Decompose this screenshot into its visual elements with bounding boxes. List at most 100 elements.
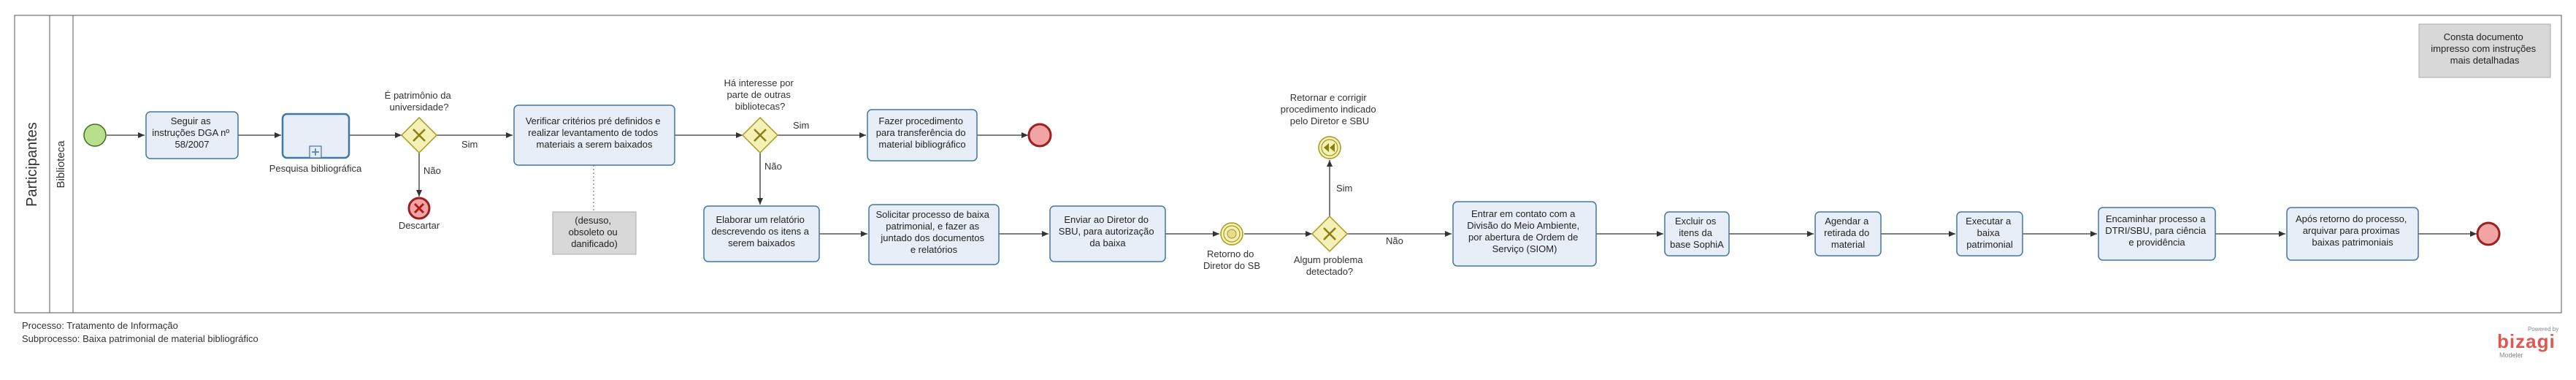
subprocess-label: Pesquisa bibliográfica [269,163,362,174]
task-text-t5: Solicitar processo de baixa patrimonial,… [876,209,992,255]
task-text-t10: Executar a baixa patrimonial [1966,216,2014,250]
task-text-t4-line: descrevendo os itens a [711,226,809,237]
task-text-t7-line: por abertura de Ordem de [1468,232,1578,243]
close-icon [413,202,425,214]
task-text-t5-line: e relatórios [911,244,958,255]
gateway-g2-x [754,129,767,142]
task-text-t8-line: itens da [1679,227,1712,238]
event-label-corrigir: Retornar e corrigir procedimento indicad… [1281,92,1379,126]
task-solicitar-processo [868,204,1000,265]
flow-label-g3-no: Não [1386,235,1403,246]
task-arquivar [2286,207,2419,261]
lane-label: Biblioteca [55,140,67,189]
task-fazer-procedimento [867,109,978,162]
task-text-t8-line: Excluir os [1675,216,1717,227]
gateway-label-g2-line: parte de outras [727,89,791,100]
task-text-t5-line: juntado dos documentos [880,232,984,243]
task-text-t9-line: material [1831,239,1865,250]
task-text-t9: Agendar a retirada do material [1824,216,1872,250]
brand-logo: bizagi [2497,330,2556,352]
task-text-t2-line: Verificar critérios pré definidos e [526,115,661,126]
pool-label: Participantes [24,122,40,207]
gateway-patrimonio [400,116,438,154]
annotation-reasons [552,211,637,255]
task-text-t4-line: serem baixados [728,238,795,248]
task-text-t11-line: Encaminhar processo a [2106,213,2206,224]
event-label-corrigir-line: procedimento indicado [1281,104,1376,115]
task-text-t1-line: instruções DGA nº [152,127,229,138]
end-event-descartar [407,197,431,220]
gateway-label-g1: É patrimônio da universidade? [385,90,454,113]
annotation-reasons-line: obsoleto ou [569,227,618,238]
task-text-t4: Elaborar um relatório descrevendo os ite… [711,214,811,248]
task-text-t12-line: Após retorno do processo, [2296,213,2407,224]
task-text-t6-line: da baixa [1089,238,1126,248]
task-text-t3-line: Fazer procedimento [878,115,963,126]
task-text-t11-line: e providência [2128,237,2185,248]
task-text-t9-line: retirada do [1824,227,1869,238]
task-text-t6-line: SBU, para autorização [1059,226,1154,237]
task-text-t7: Entrar em contato com a Divisão do Meio … [1467,208,1582,254]
annotation-reasons-line: danificado) [571,238,618,249]
gateway-interesse [741,116,779,154]
task-text-t1-line: Seguir as [171,115,211,126]
pool-frame [14,15,2562,314]
annotation-note-line: Consta documento [2444,31,2523,42]
task-text-t10-line: patrimonial [1966,239,2013,250]
task-seguir-instrucoes [145,111,239,159]
gateway-label-g2-line: Há interesse por [724,77,794,88]
task-text-t3-line: material bibliográfico [878,139,965,150]
task-text-t11-line: DTRI/SBU, para ciência [2105,225,2207,236]
task-text-t5-line: patrimonial, e fazer as [886,221,979,232]
task-executar-baixa [1956,211,2023,256]
task-text-t7-line: Serviço (SIOM) [1492,243,1557,254]
annotation-reasons-line: (desuso, [575,215,611,226]
task-entrar-contato [1452,201,1597,267]
gateway-g1-x [413,129,426,142]
start-event [83,123,107,147]
footer-process: Processo: Tratamento de Informação [22,320,178,331]
task-text-t4-line: Elaborar um relatório [716,214,804,225]
annotation-note-line: mais detalhadas [2450,55,2520,66]
task-text-t8-line: base SophiA [1670,239,1724,250]
task-text-t10-line: baixa [1977,227,2001,238]
flow-label-g2-no: Não [764,161,782,172]
event-label-retorno-line: Retorno do [1207,248,1254,259]
task-excluir-itens [1664,211,1730,256]
gateway-label-g1-line: universidade? [390,102,449,113]
task-elaborar-relatorio [703,205,820,262]
task-text-t9-line: Agendar a [1825,216,1869,227]
task-encaminhar-processo [2098,207,2216,261]
task-text-t7-line: Divisão do Meio Ambiente, [1467,220,1579,231]
gateway-label-g1-line: É patrimônio da [385,90,452,101]
intermediate-event-retorno [1220,222,1243,246]
flow-label-g2-yes: Sim [793,120,809,131]
task-text-t2-line: materiais a serem baixados [537,139,653,150]
task-text-t3-line: para transferência do [876,127,966,138]
task-text-t12-line: baixas patrimoniais [2312,237,2393,248]
task-text-t1-line: 58/2007 [175,139,210,150]
task-agendar-retirada [1814,211,1882,256]
task-text-t8: Excluir os itens da base SophiA [1670,216,1724,250]
task-text-t2-line: realizar levantamento de todos [528,127,658,138]
task-text-t12-line: arquivar para proximas [2303,225,2400,236]
task-text-t12: Após retorno do processo, arquivar para … [2296,213,2410,248]
tasks [145,104,2419,267]
end-event-transfer [1027,123,1052,148]
task-verificar-criterios [513,104,675,166]
task-enviar-diretor [1049,205,1166,262]
task-text-t10-line: Executar a [1966,216,2012,227]
task-text-t3: Fazer procedimento para transferência do… [876,115,968,150]
gateway-label-g2-line: bibliotecas? [735,101,786,112]
annotation-note-line: impresso com instruções [2431,43,2536,54]
intermediate-corrigir-inner [1321,139,1338,156]
intermediate-retorno-dot [1227,229,1237,239]
sequence-flows [107,132,2477,237]
task-text-t6-line: Enviar ao Diretor do [1064,214,1149,225]
task-text-t7-line: Entrar em contato com a [1471,208,1576,219]
task-text-t6: Enviar ao Diretor do SBU, para autorizaç… [1059,214,1157,248]
task-text-t11: Encaminhar processo a DTRI/SBU, para ciê… [2105,213,2209,248]
event-label-retorno-line: Diretor do SB [1203,260,1260,271]
task-text-t2: Verificar critérios pré definidos e real… [526,115,664,150]
